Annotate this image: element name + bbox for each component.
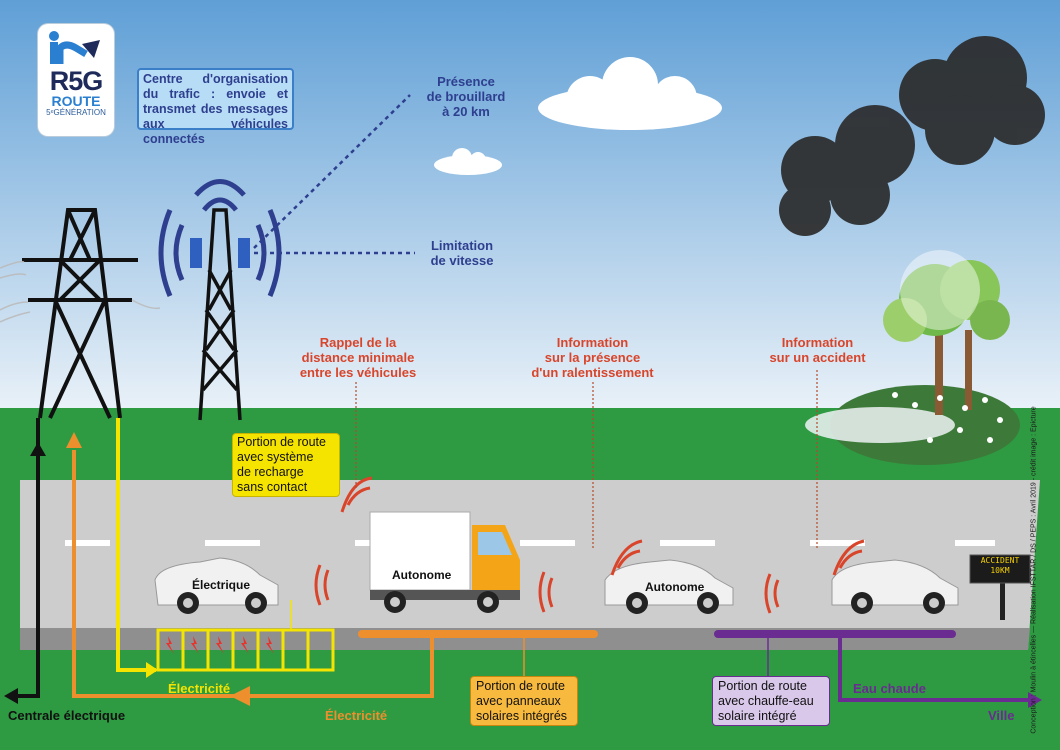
hot-water-label: Eau chaude <box>853 681 926 696</box>
power-pylon-icon <box>22 208 138 419</box>
flow-purple-arrow <box>838 634 1030 702</box>
accident-sign <box>969 554 1031 620</box>
electric-car-icon <box>154 557 279 614</box>
storm-cloud-icon <box>779 36 1045 236</box>
slowdown-info-label: Information sur la présence d'un ralenti… <box>531 335 654 380</box>
flow-yellow-arrow <box>116 418 156 672</box>
solar-panels-box: Portion de route avec panneaux solaires … <box>470 676 578 726</box>
solar-water-heater-strip <box>714 630 956 638</box>
credits-text: Conception : Moulin à étincelles — Réali… <box>1030 406 1038 734</box>
autonomous-truck-icon <box>369 511 520 613</box>
vehicle-signal-icon <box>314 476 865 614</box>
electricity-label-1: Électricité <box>168 681 231 696</box>
logo-title: R5G <box>49 66 104 96</box>
signal-link <box>253 94 415 255</box>
antenna-tower-icon <box>198 208 242 421</box>
autonomous-car-icon <box>604 559 734 614</box>
solar-water-heater-box: Portion de route avec chauffe-eau solair… <box>712 676 830 726</box>
solar-panel-strip <box>358 630 598 638</box>
credits: Conception : Moulin à étincelles — Réali… <box>1004 406 1060 733</box>
logo-generation: 5ᵉGÉNÉRATION <box>46 108 106 117</box>
fog-trees-icon <box>805 250 1020 465</box>
autonomous-car-label: Autonome <box>645 580 705 594</box>
cloud-icon <box>434 57 722 175</box>
electric-car-label: Électrique <box>192 578 251 592</box>
road <box>20 480 1040 650</box>
logo-route: ROUTE <box>51 93 101 109</box>
city-label: Ville <box>988 708 1015 723</box>
antenna-panel-icon <box>190 238 250 268</box>
fog-label: Présence de brouillard à 20 km <box>426 74 506 119</box>
accident-info-label: Information sur un accident <box>769 335 866 365</box>
accident-sign-text: ACCIDENT 10KM <box>970 556 1030 576</box>
r5g-logo: R5G ROUTE 5ᵉGÉNÉRATION <box>38 24 114 136</box>
traffic-center-box: Centre d'organisation du trafic : envoie… <box>137 68 294 146</box>
sign-line-2: 10KM <box>990 566 1010 575</box>
flow-black-arrow <box>10 418 40 698</box>
power-plant-label: Centrale électrique <box>8 708 126 723</box>
logo-mark-icon <box>49 31 100 64</box>
charging-coils <box>156 628 335 672</box>
car-icon <box>831 559 959 614</box>
flow-orange-arrow <box>72 450 434 698</box>
sign-line-1: ACCIDENT <box>980 556 1020 565</box>
truck-label: Autonome <box>392 568 452 582</box>
electricity-label-2: Électricité <box>325 708 388 723</box>
wireless-charging-box: Portion de route avec système de recharg… <box>232 433 340 497</box>
distance-reminder-label: Rappel de la distance minimale entre les… <box>299 335 417 380</box>
speed-limit-label: Limitation de vitesse <box>430 238 494 268</box>
